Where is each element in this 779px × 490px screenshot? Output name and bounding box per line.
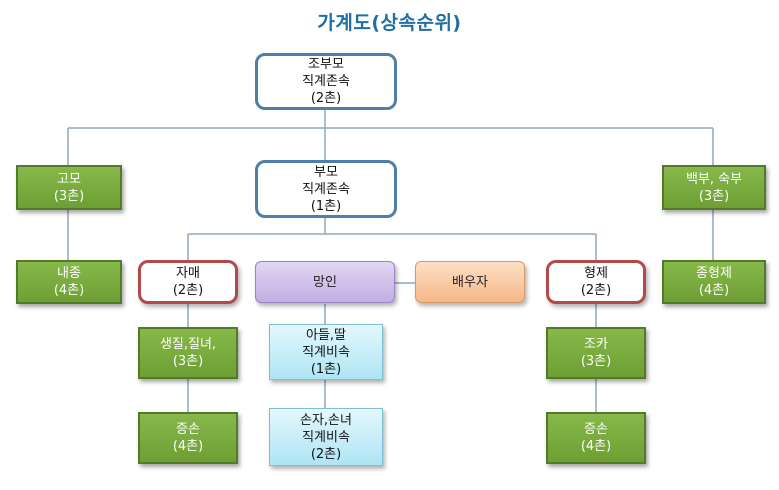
node-sisters: 자매 (2촌) xyxy=(138,260,238,304)
node-sister-children-degree: (3촌) xyxy=(172,354,204,369)
node-deceased-label: 망인 xyxy=(313,274,337,290)
node-aunt-degree: (3촌) xyxy=(53,188,85,204)
node-sister-children: 생질,질녀, (3촌) xyxy=(138,327,238,379)
node-uncle: 백부, 숙부 (3촌) xyxy=(662,165,766,210)
node-great-grandchildren-left-degree: (4촌) xyxy=(172,439,204,454)
node-parents: 부모 직계존속 (1촌) xyxy=(255,160,397,218)
node-cousin-uncle: 종형제 (4촌) xyxy=(662,260,766,304)
node-parents-relation: 직계존속 xyxy=(302,181,350,197)
node-grandparents-relation: 직계존속 xyxy=(302,74,350,89)
node-great-grandchildren-right: 증손 (4촌) xyxy=(546,412,646,464)
node-children: 아들,딸 직계비속 (1촌) xyxy=(269,324,383,380)
node-parents-degree: (1촌) xyxy=(310,198,342,214)
diagram-title: 가계도(상속순위) xyxy=(317,12,462,34)
node-great-grandchildren-left-label: 증손 xyxy=(176,422,200,437)
node-children-label: 아들,딸 xyxy=(305,327,346,343)
node-grandparents-label: 조부모 xyxy=(308,57,344,72)
node-grandchildren: 손자,손녀 직계비속 (2촌) xyxy=(269,408,383,466)
node-uncle-degree: (3촌) xyxy=(698,188,730,204)
node-great-grandchildren-right-degree: (4촌) xyxy=(580,439,612,454)
node-brothers-label: 형제 xyxy=(584,266,608,281)
node-grandparents-degree: (2촌) xyxy=(310,91,342,106)
node-grandchildren-relation: 직계비속 xyxy=(302,429,350,445)
node-spouse: 배우자 xyxy=(415,261,525,303)
node-cousin-aunt-label: 내종 xyxy=(57,266,81,281)
node-children-relation: 직계비속 xyxy=(302,344,350,360)
node-cousin-uncle-degree: (4촌) xyxy=(698,283,730,298)
node-cousin-aunt: 내종 (4촌) xyxy=(16,260,122,304)
node-brothers: 형제 (2촌) xyxy=(546,260,646,304)
node-grandchildren-degree: (2촌) xyxy=(310,446,342,462)
node-aunt-label: 고모 xyxy=(57,171,81,187)
node-aunt: 고모 (3촌) xyxy=(16,165,122,210)
node-grandparents: 조부모 직계존속 (2촌) xyxy=(255,53,397,110)
node-spouse-label: 배우자 xyxy=(452,274,488,290)
node-brothers-degree: (2촌) xyxy=(580,283,612,298)
node-sister-children-label: 생질,질녀, xyxy=(159,337,217,352)
node-sisters-label: 자매 xyxy=(176,266,200,281)
node-deceased: 망인 xyxy=(255,261,395,303)
node-nephew-label: 조카 xyxy=(584,337,608,352)
node-nephew: 조카 (3촌) xyxy=(546,327,646,379)
node-children-degree: (1촌) xyxy=(310,361,342,377)
node-uncle-label: 백부, 숙부 xyxy=(685,171,743,187)
node-cousin-aunt-degree: (4촌) xyxy=(53,283,85,298)
node-sisters-degree: (2촌) xyxy=(172,283,204,298)
node-cousin-uncle-label: 종형제 xyxy=(696,266,732,281)
node-great-grandchildren-left: 증손 (4촌) xyxy=(138,412,238,464)
node-nephew-degree: (3촌) xyxy=(580,354,612,369)
node-great-grandchildren-right-label: 증손 xyxy=(584,422,608,437)
node-parents-label: 부모 xyxy=(314,164,338,180)
node-grandchildren-label: 손자,손녀 xyxy=(300,412,352,428)
